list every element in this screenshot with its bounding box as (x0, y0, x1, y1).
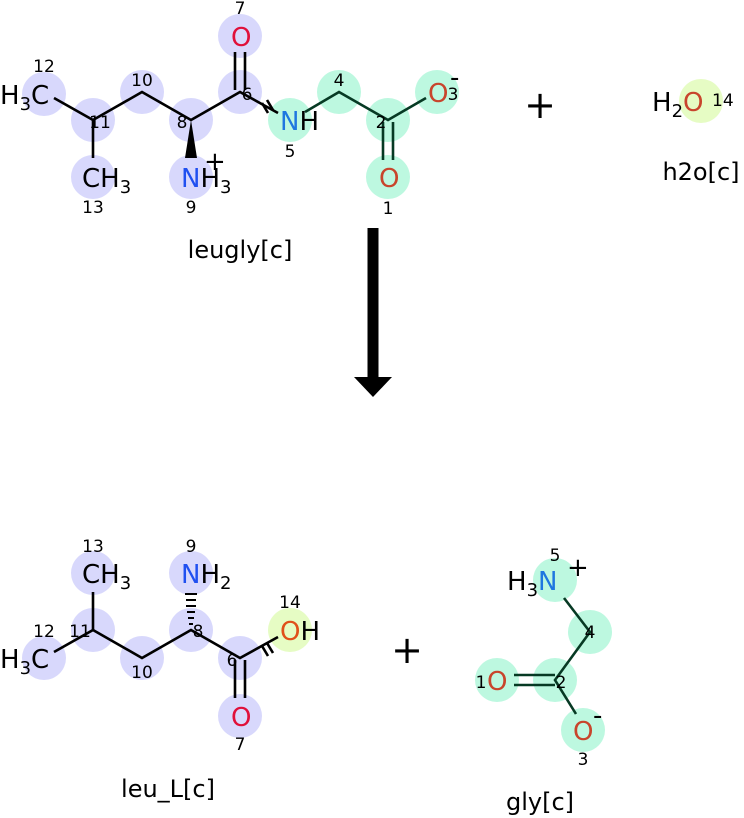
atom-label-o7: O (231, 23, 251, 53)
svg-text:7: 7 (235, 735, 246, 755)
svg-text:1: 1 (476, 673, 487, 693)
molecule-leugly: H3C CH3 NH3 + O NH O - O 12 11 13 10 8 9… (0, 0, 459, 264)
svg-text:9: 9 (186, 198, 197, 218)
atom-label-o1: O (487, 667, 507, 697)
atom-label-o1: O (379, 164, 399, 194)
atom-indices: 12 11 13 10 8 9 6 7 5 4 2 1 3 (33, 0, 458, 219)
svg-text:3: 3 (578, 750, 589, 770)
charge-minus: - (593, 701, 602, 731)
atom-highlights (22, 14, 262, 199)
svg-text:14: 14 (279, 593, 301, 613)
svg-text:9: 9 (186, 537, 197, 557)
svg-text:5: 5 (550, 546, 561, 566)
molecule-name-h2o: h2o[c] (662, 158, 739, 186)
molecule-name-gly: gly[c] (506, 788, 574, 816)
svg-text:8: 8 (193, 622, 204, 642)
molecule-h2o: H2O 14 h2o[c] (652, 79, 740, 186)
atom-index: 14 (712, 91, 734, 111)
svg-text:3: 3 (448, 85, 459, 105)
svg-text:10: 10 (131, 663, 153, 683)
svg-text:4: 4 (334, 71, 345, 91)
svg-text:11: 11 (89, 113, 111, 133)
atom-label-c13: CH3 (82, 560, 131, 594)
svg-text:10: 10 (131, 71, 153, 91)
atom-label-o3: O (573, 717, 593, 747)
molecule-gly: H3N + O O - 5 4 1 2 3 gly[c] (475, 546, 612, 816)
svg-text:8: 8 (177, 113, 188, 133)
svg-text:4: 4 (585, 623, 596, 643)
svg-text:6: 6 (242, 85, 253, 105)
bonds (53, 52, 427, 160)
svg-text:13: 13 (82, 198, 104, 218)
molecule-leu-l: CH3 NH2 H3C OH O 13 9 14 12 11 8 10 6 7 … (0, 537, 320, 803)
svg-text:12: 12 (33, 57, 55, 77)
gly-highlights (268, 70, 459, 199)
water-highlight (268, 608, 312, 652)
svg-text:2: 2 (556, 673, 567, 693)
atom-label-o14: OH (280, 617, 320, 647)
atom-label-o3: O (428, 79, 448, 109)
atom-label-n9: NH2 (181, 560, 231, 594)
atom-highlights (22, 551, 262, 738)
molecule-name-leugly: leugly[c] (188, 236, 293, 264)
atom-indices: 5 4 1 2 3 (476, 546, 596, 770)
svg-text:2: 2 (376, 113, 387, 133)
molecule-name-leu-l: leu_L[c] (121, 775, 215, 803)
svg-text:12: 12 (33, 622, 55, 642)
wedge-bond (185, 120, 197, 158)
bonds (514, 597, 592, 715)
charge-minus: - (450, 63, 459, 93)
atom-label-c12: H3C (0, 81, 49, 115)
atom-label-n5: NH (280, 107, 319, 137)
atom-label-c13: CH3 (82, 164, 131, 198)
atom-highlight (679, 79, 723, 123)
bonds (53, 592, 279, 698)
atom-label-n5: H3N (507, 567, 557, 601)
svg-text:7: 7 (235, 0, 246, 19)
atom-label-n9: NH3 (181, 164, 231, 198)
plus-sign-products: + (391, 628, 423, 672)
svg-text:13: 13 (82, 537, 104, 557)
atom-indices: 13 9 14 12 11 8 10 6 7 (33, 537, 301, 755)
hash-bond (185, 593, 197, 625)
atom-label-o7: O (231, 703, 251, 733)
charge-plus: + (567, 553, 589, 583)
reaction-arrow (354, 228, 392, 397)
svg-text:1: 1 (383, 199, 394, 219)
svg-text:5: 5 (285, 142, 296, 162)
svg-text:11: 11 (69, 622, 91, 642)
charge-plus: + (204, 147, 226, 177)
atom-label-c12: H3C (0, 645, 49, 679)
plus-sign-reactants: + (524, 83, 556, 127)
svg-text:6: 6 (227, 651, 238, 671)
atom-label-o14: H2O (652, 88, 703, 122)
